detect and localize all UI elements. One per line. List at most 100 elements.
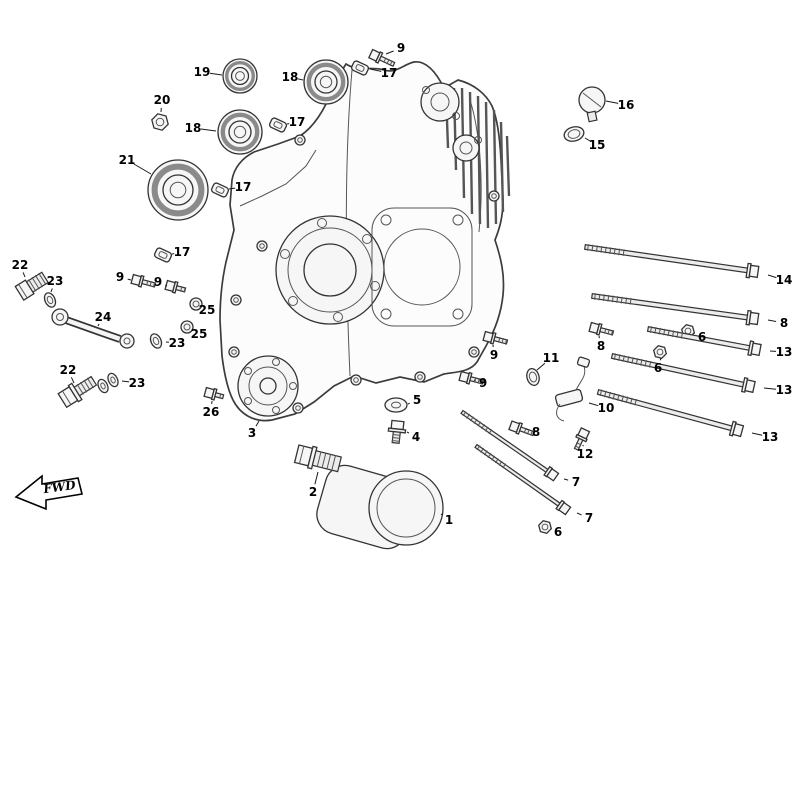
callout-8: 8 [767,316,788,330]
callout-22: 22 [60,363,76,384]
callout-number: 24 [95,310,112,324]
oil-union [14,271,49,301]
callout-12: 12 [577,444,594,461]
callout-14: 14 [767,273,793,287]
case-bolt [596,389,745,438]
callout-number: 23 [169,336,186,350]
oil-filler-cap [578,86,606,123]
washer [107,372,119,388]
washer [180,320,194,334]
callout-number: 25 [191,327,208,341]
hardware-parts [43,48,762,535]
bolt-hole [350,374,362,386]
case-bolt [583,244,760,279]
callout-17: 17 [369,66,398,80]
hex-nut [537,519,553,535]
callout-number: 9 [397,41,405,55]
callout-number: 2 [309,485,317,499]
callout-25: 25 [191,327,208,341]
ball-bearing [222,58,258,94]
callout-23: 23 [121,376,146,390]
callout-13: 13 [751,430,779,444]
callout-number: 23 [129,376,146,390]
flange-bolt [367,48,396,68]
hex-bolt [57,375,98,409]
callout-number: 7 [585,511,593,525]
callout-15: 15 [584,137,606,152]
flange-bolt [458,370,485,385]
oil-pipe [51,308,135,349]
callout-number: 20 [154,93,171,107]
callout-26: 26 [203,400,220,419]
washer [563,126,585,142]
callout-number: 13 [776,383,793,397]
callout-number: 8 [597,339,605,353]
bolt-hole [294,134,306,146]
callout-9: 9 [473,376,487,390]
callout-number: 18 [185,121,202,135]
callout-4: 4 [406,430,420,444]
crank-bore [275,215,385,325]
washer [384,397,408,413]
flange-bolt [573,426,591,451]
callout-number: 14 [776,273,793,287]
ball-bearing [217,109,263,155]
flange-bolt [164,279,187,294]
callout-number: 13 [762,430,779,444]
callout-number: 17 [235,180,252,194]
callout-number: 6 [554,525,562,539]
callout-number: 10 [598,401,615,415]
dowel-pin [350,60,370,76]
callout-6: 6 [654,357,662,375]
callout-21: 21 [119,153,152,175]
washer [526,367,540,387]
washer [189,297,203,311]
callout-18: 18 [185,121,217,135]
callout-23: 23 [165,336,186,350]
callout-number: 12 [577,447,594,461]
callout-number: 19 [194,65,211,79]
flange-bolt [482,330,509,345]
flange-bolt [588,321,615,336]
callout-23: 23 [47,274,64,293]
callout-number: 9 [490,348,498,362]
oil-pipe-assembly [554,356,591,422]
dowel-pin [153,247,173,263]
callout-number: 23 [47,274,64,288]
dowel-pin [268,117,288,133]
callout-number: 4 [412,430,420,444]
bolt-hole [488,190,500,202]
callout-5: 5 [407,393,421,407]
callout-16: 16 [605,98,634,112]
callout-22: 22 [12,258,29,278]
callout-number: 8 [780,316,788,330]
fwd-arrow: FWD [14,474,83,511]
callout-11: 11 [536,351,559,371]
callout-number: 17 [381,66,398,80]
callout-number: 15 [589,138,606,152]
callout-number: 26 [203,405,220,419]
callout-number: 5 [413,393,421,407]
callout-9: 9 [154,275,168,289]
callout-number: 25 [199,303,216,317]
drain-bolt [387,419,407,444]
callout-17: 17 [286,115,305,129]
case-bolt [460,409,560,482]
case-bolt [646,326,762,357]
callout-number: 18 [282,70,299,84]
callout-number: 1 [445,513,453,527]
ball-bearing [147,159,209,221]
bolt-hole [228,346,240,358]
callout-number: 22 [12,258,29,272]
case-bolt [591,293,760,326]
washer [149,333,163,349]
callout-18: 18 [282,70,304,84]
ball-bearing [303,59,349,105]
callout-number: 9 [154,275,162,289]
callout-number: 7 [572,475,580,489]
callout-19: 19 [194,65,223,79]
callout-number: 8 [532,425,540,439]
callout-20: 20 [154,93,171,113]
callout-3: 3 [248,420,260,440]
